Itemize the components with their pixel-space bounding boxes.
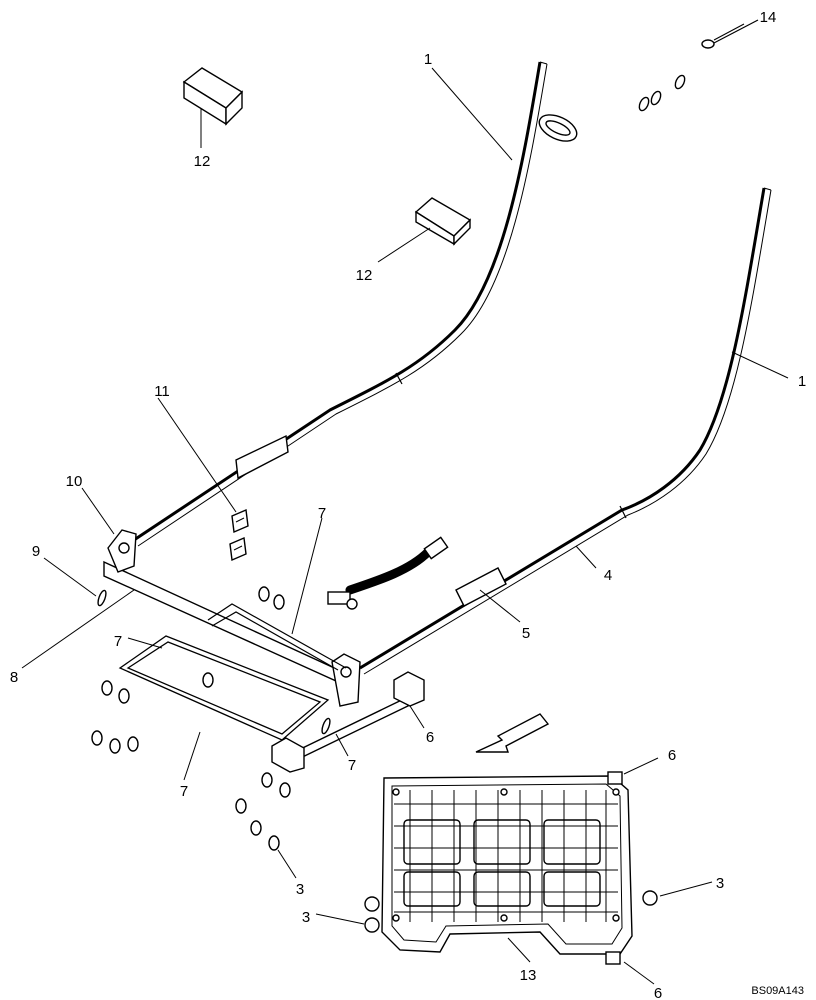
frame bbox=[103, 529, 361, 707]
seal-strip-left bbox=[133, 61, 548, 547]
callout-13: 13 bbox=[520, 967, 537, 984]
callout-7-left: 7 bbox=[114, 633, 122, 650]
callouts: 1 1 12 12 14 11 10 9 8 4 5 7 7 7 7 6 6 6… bbox=[10, 9, 806, 1000]
callout-8: 8 bbox=[10, 669, 18, 686]
small-parts bbox=[91, 586, 658, 933]
callout-10: 10 bbox=[66, 473, 83, 490]
callout-3-left: 3 bbox=[296, 881, 304, 898]
callout-9: 9 bbox=[32, 543, 40, 560]
callout-12-upper: 12 bbox=[194, 153, 211, 170]
callout-3-pan: 3 bbox=[302, 909, 310, 926]
floor-pan bbox=[381, 771, 633, 965]
foam-block-lower bbox=[414, 197, 472, 246]
callout-7-rail: 7 bbox=[348, 757, 356, 774]
callout-6-pan-top: 6 bbox=[668, 747, 676, 764]
foam-block-upper bbox=[182, 67, 244, 126]
clips bbox=[229, 508, 249, 562]
callout-12-lower: 12 bbox=[356, 267, 373, 284]
hose-assembly bbox=[327, 536, 449, 610]
callout-6-frame: 6 bbox=[426, 729, 434, 746]
callout-7-bottom: 7 bbox=[180, 783, 188, 800]
callout-1-right: 1 bbox=[798, 373, 806, 390]
callout-11: 11 bbox=[154, 383, 170, 400]
seal-frame-upper bbox=[207, 603, 347, 671]
callout-4: 4 bbox=[604, 567, 612, 584]
seal-strip-right bbox=[359, 187, 772, 675]
callout-3-right: 3 bbox=[716, 875, 724, 892]
grommet bbox=[538, 114, 578, 142]
leader-lines bbox=[21, 23, 789, 985]
callout-5: 5 bbox=[522, 625, 530, 642]
callout-6-pan-bottom: 6 bbox=[654, 985, 662, 1000]
drawing-code: BS09A143 bbox=[751, 985, 804, 997]
decal bbox=[455, 567, 507, 607]
callout-1-upper: 1 bbox=[424, 51, 432, 68]
rail bbox=[271, 671, 425, 773]
callout-14: 14 bbox=[760, 9, 777, 26]
direction-arrow bbox=[475, 713, 550, 753]
seal-frame-lower bbox=[118, 635, 330, 741]
callout-7-top: 7 bbox=[318, 505, 326, 522]
pin-and-rings bbox=[638, 19, 759, 112]
